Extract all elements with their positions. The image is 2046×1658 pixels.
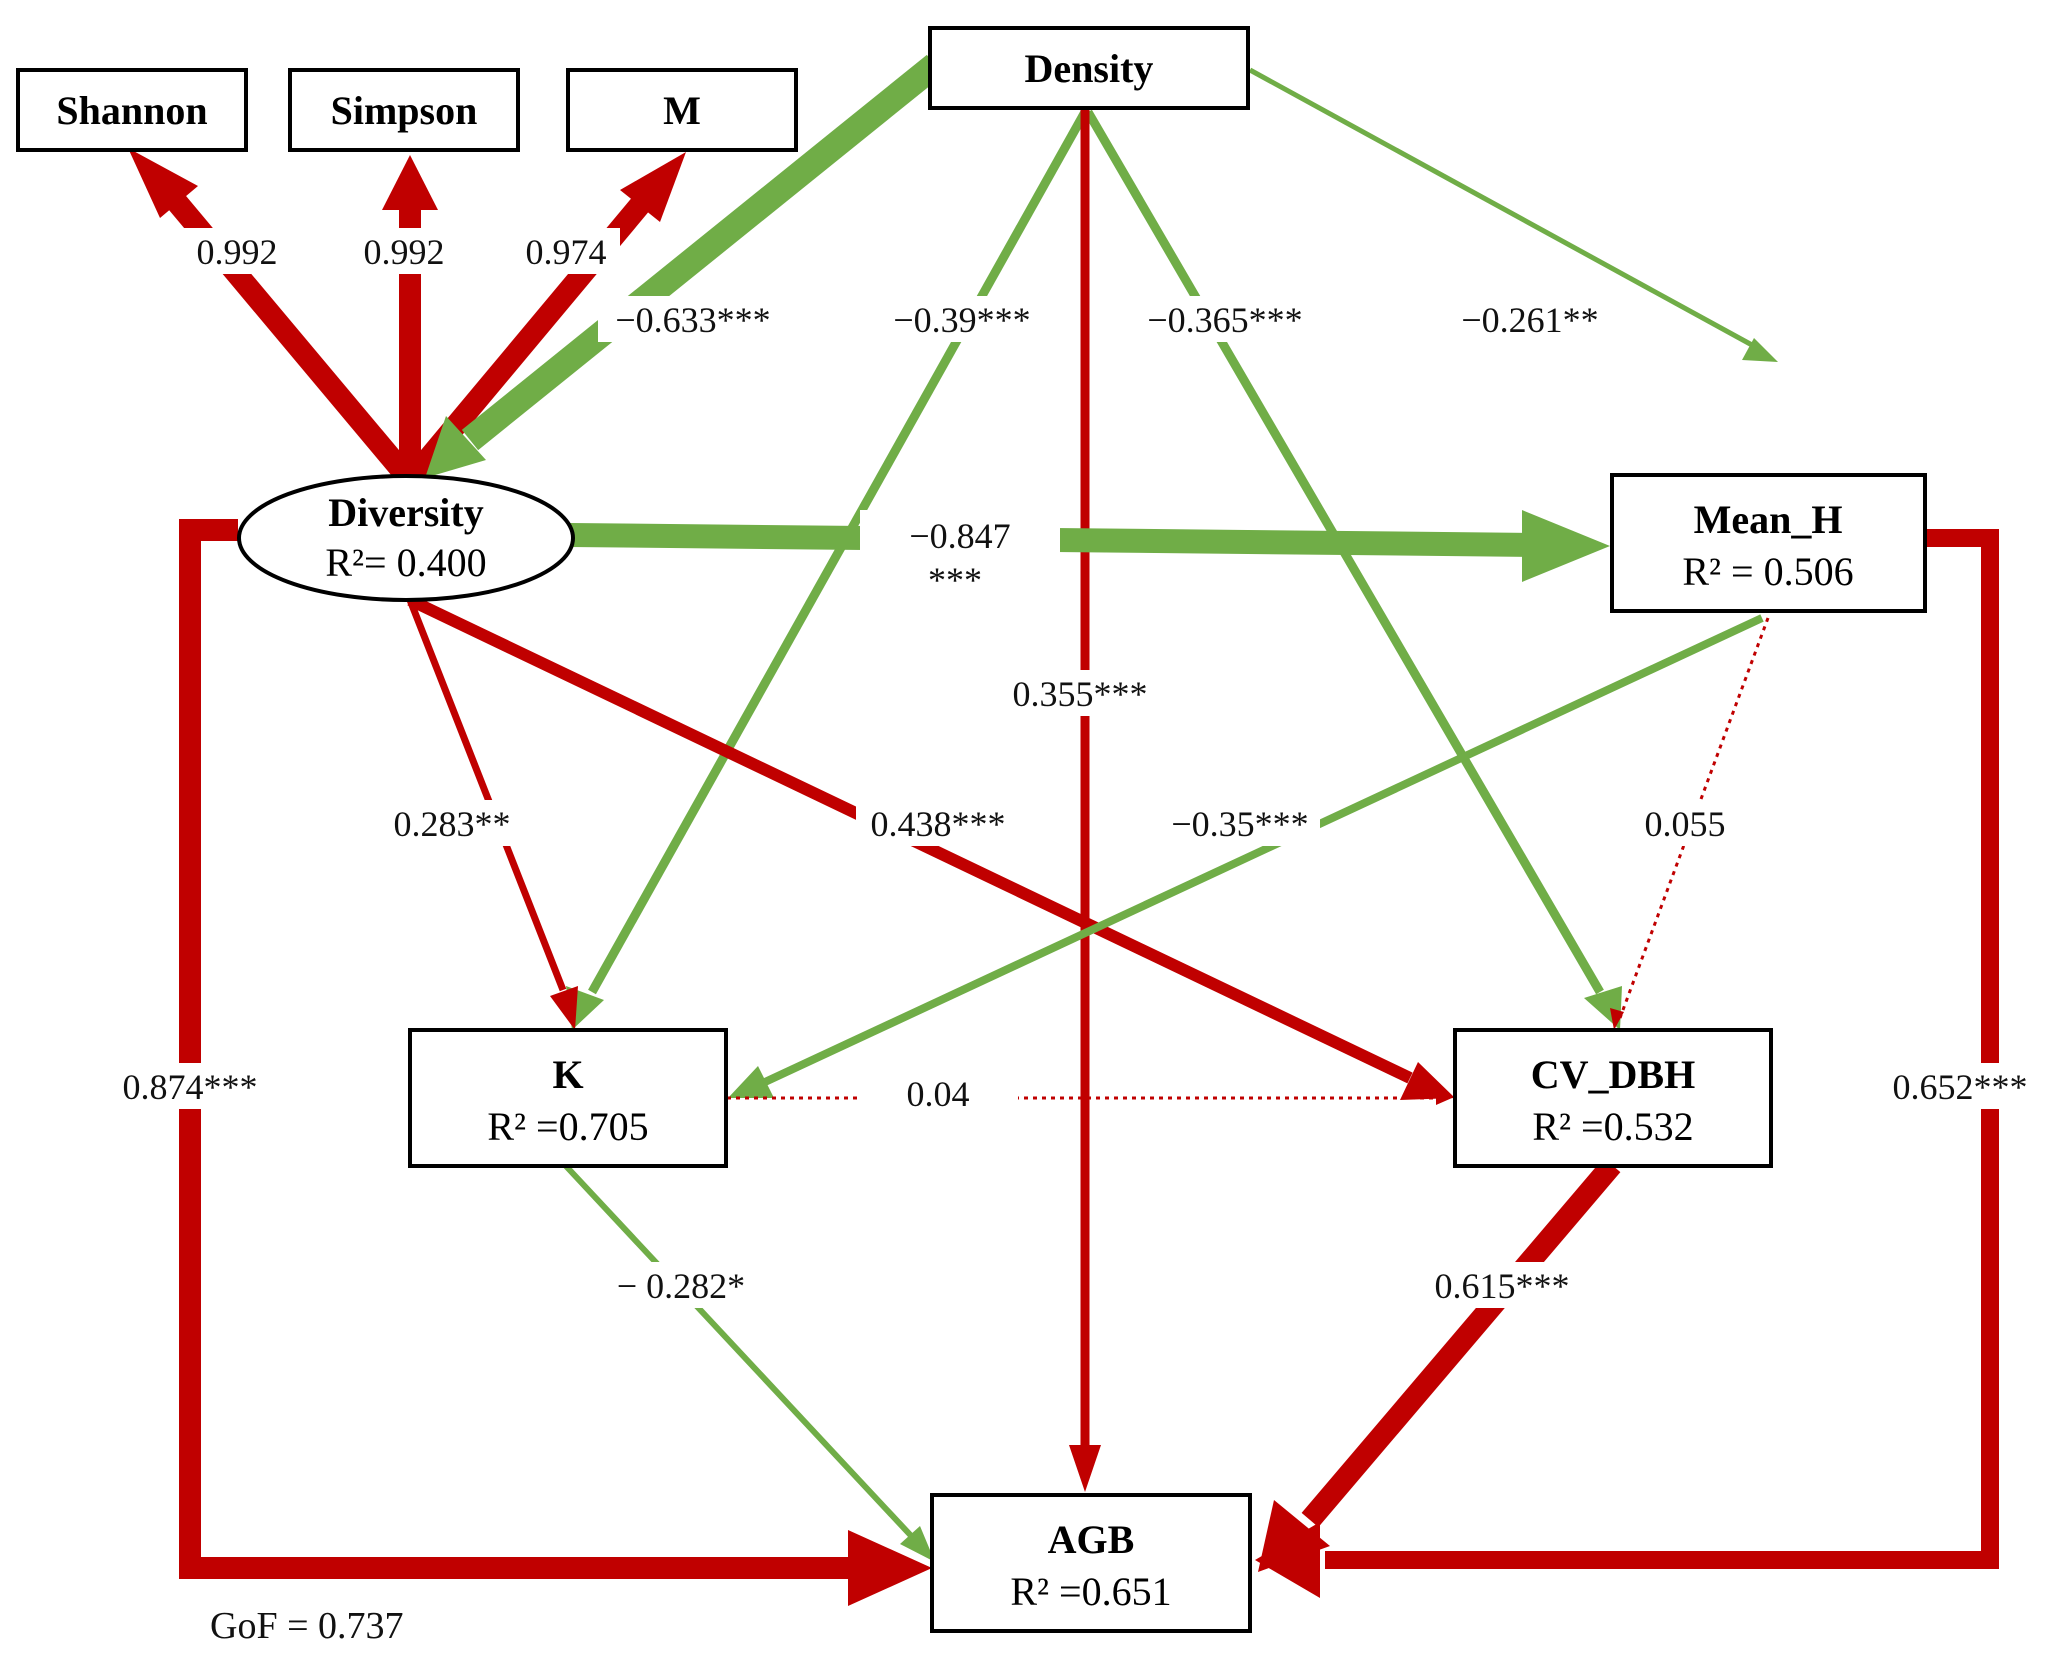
path-density-meanh — [1248, 67, 1778, 362]
coefficient-labels: 0.992 0.992 0.974 −0.633*** −0.39*** −0.… — [106, 228, 2040, 1308]
path-diversity-cv — [407, 594, 1455, 1100]
node-mean-h-title: Mean_H — [1694, 497, 1843, 542]
node-diversity-r2: R²= 0.400 — [325, 540, 486, 585]
path-k-agb — [562, 1162, 935, 1562]
node-cv-dbh-r2: R² =0.532 — [1532, 1104, 1693, 1149]
node-density: Density — [928, 26, 1250, 110]
path-meanh-agb — [1255, 529, 1999, 1598]
path-diversity-agb — [179, 519, 932, 1606]
node-cv-dbh: CV_DBH R² =0.532 — [1453, 1028, 1773, 1168]
coef-k-cv: 0.04 — [907, 1074, 970, 1114]
node-density-title: Density — [1025, 46, 1154, 91]
node-agb: AGB R² =0.651 — [930, 1493, 1252, 1633]
node-k-title: K — [552, 1052, 583, 1097]
path-diversity-meanh — [569, 510, 1610, 582]
coef-div-meanh-sig: *** — [928, 560, 982, 600]
node-agb-r2: R² =0.651 — [1010, 1569, 1171, 1614]
path-diversity-simpson — [382, 155, 438, 478]
path-k-cv — [727, 1091, 1452, 1105]
coef-div-m: 0.974 — [526, 232, 607, 272]
gof-label: GoF = 0.737 — [210, 1605, 404, 1647]
node-diversity: Diversity R²= 0.400 — [237, 474, 575, 602]
path-diversity-k — [406, 598, 578, 1030]
coef-div-simpson: 0.992 — [364, 232, 445, 272]
node-shannon-title: Shannon — [56, 88, 207, 133]
node-cv-dbh-title: CV_DBH — [1531, 1052, 1695, 1097]
coef-meanh-k: −0.35*** — [1171, 804, 1308, 844]
coef-div-shannon: 0.992 — [197, 232, 278, 272]
node-k: K R² =0.705 — [408, 1028, 728, 1168]
node-m: M — [566, 68, 798, 152]
path-density-agb — [1069, 110, 1101, 1492]
coef-density-meanh: −0.261** — [1461, 300, 1598, 340]
node-mean-h-r2: R² = 0.506 — [1682, 549, 1853, 594]
coef-cv-agb: 0.615*** — [1435, 1266, 1570, 1306]
path-cv-agb — [1258, 1157, 1621, 1572]
coef-div-agb: 0.874*** — [123, 1067, 258, 1107]
coef-div-cv: 0.438*** — [871, 804, 1006, 844]
path-meanh-cv — [1610, 617, 1770, 1030]
coef-div-k: 0.283** — [394, 804, 511, 844]
coef-density-k: −0.39*** — [893, 300, 1030, 340]
node-diversity-title: Diversity — [328, 490, 484, 535]
node-simpson-title: Simpson — [331, 88, 478, 133]
coef-k-agb: − 0.282* — [617, 1266, 745, 1306]
coef-div-meanh: −0.847 — [909, 516, 1010, 556]
node-shannon: Shannon — [16, 68, 248, 152]
coef-density-agb: 0.355*** — [1013, 674, 1148, 714]
node-simpson: Simpson — [288, 68, 520, 152]
coef-meanh-cv: 0.055 — [1645, 804, 1726, 844]
coef-density-diversity: −0.633*** — [615, 300, 770, 340]
path-meanh-k — [728, 614, 1764, 1098]
node-agb-title: AGB — [1048, 1517, 1135, 1562]
node-mean-h: Mean_H R² = 0.506 — [1610, 473, 1927, 613]
path-diversity-shannon — [128, 148, 417, 486]
node-k-r2: R² =0.705 — [487, 1104, 648, 1149]
node-m-title: M — [663, 88, 701, 133]
coef-meanh-agb: 0.652*** — [1893, 1067, 2028, 1107]
path-density-diversity — [425, 54, 944, 478]
coef-density-cv: −0.365*** — [1147, 300, 1302, 340]
